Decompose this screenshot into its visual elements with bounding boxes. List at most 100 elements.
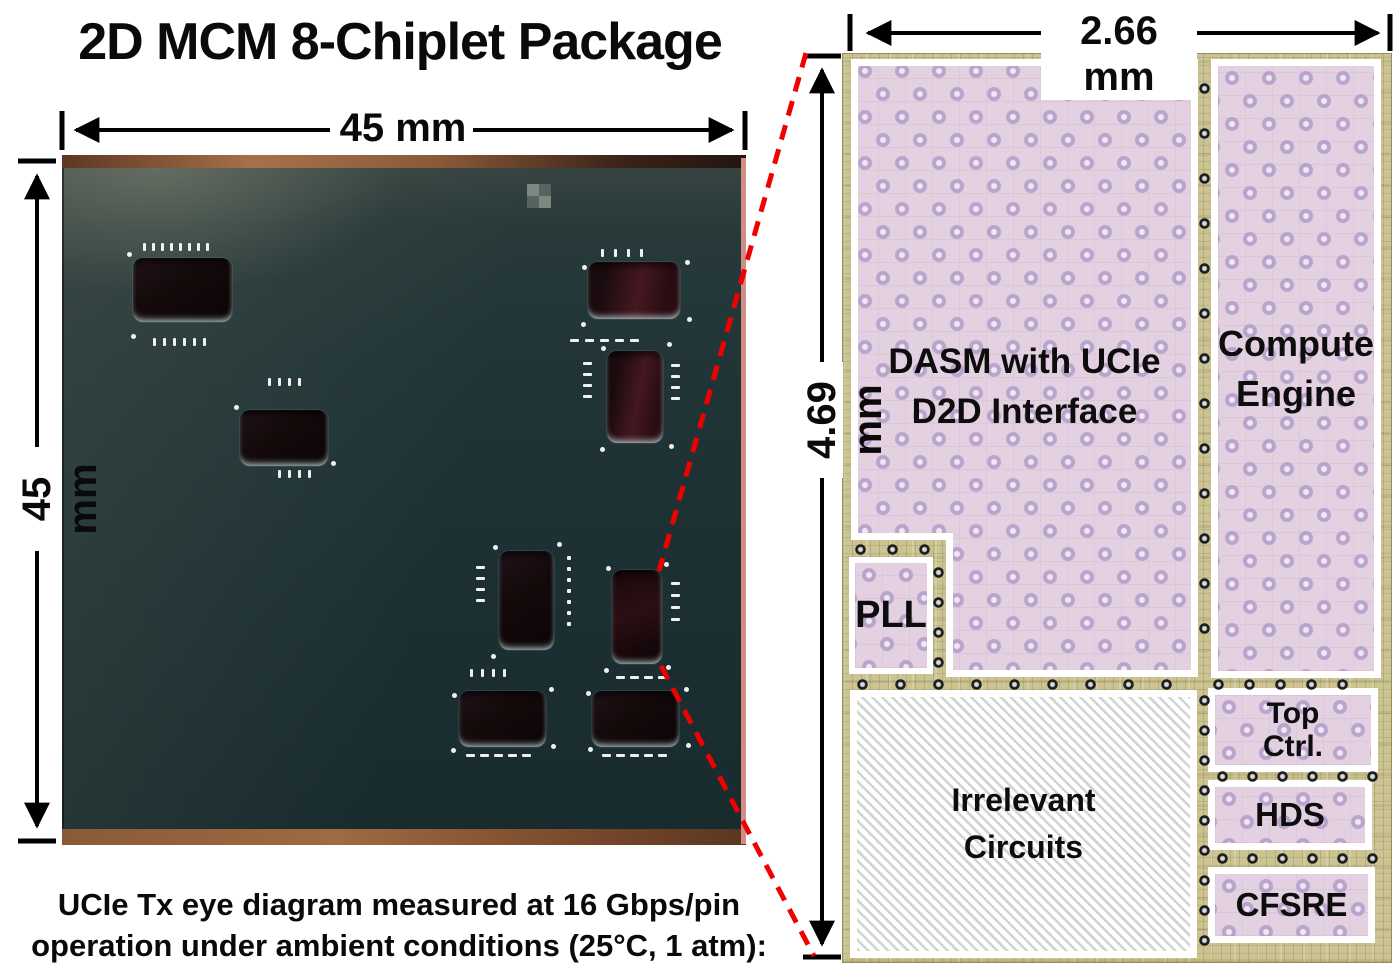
chiplet <box>499 551 554 650</box>
chiplet-tick-mark <box>173 338 176 346</box>
chiplet-tick-mark <box>298 378 301 386</box>
chiplet-tick-mark <box>183 338 186 346</box>
bump-pad <box>1160 678 1172 690</box>
chiplet-corner-dot <box>451 748 456 753</box>
region-pll: PLL <box>849 557 933 674</box>
chiplet-tick-mark <box>161 243 164 251</box>
bump-pad <box>1198 724 1210 736</box>
chiplet-tick-mark <box>188 243 191 251</box>
bump-pad <box>1366 770 1378 782</box>
package-top-edge <box>62 155 746 168</box>
chiplet-tick-mark <box>570 339 579 342</box>
bump-pad <box>1122 678 1134 690</box>
chiplet-corner-dot <box>493 545 498 550</box>
chiplet-tick-mark <box>298 470 301 478</box>
chiplet-tick-mark <box>494 754 503 757</box>
bump-pad <box>1212 678 1224 690</box>
bump-pad <box>886 543 898 555</box>
chiplet-tick-mark <box>627 249 630 257</box>
bump-pad <box>1246 852 1258 864</box>
chiplet-tick-mark <box>671 606 680 609</box>
page-title: 2D MCM 8-Chiplet Package <box>78 13 723 71</box>
chiplet-tick-mark <box>671 375 680 378</box>
bump-pad <box>1305 678 1317 690</box>
chiplet-tick-mark <box>671 594 680 597</box>
chiplet-tick-mark <box>658 676 667 679</box>
chiplet-corner-dot <box>666 665 671 670</box>
chiplet-corner-dot <box>551 744 556 749</box>
chiplet <box>612 570 662 664</box>
bump-pad <box>918 543 930 555</box>
bump-pad <box>1198 397 1210 409</box>
chiplet-tick-mark <box>476 588 485 591</box>
bump-pad <box>1198 577 1210 589</box>
region-compute-engine: Compute Engine <box>1211 59 1381 678</box>
bump-pad <box>1198 217 1210 229</box>
chiplet-corner-dot <box>601 346 606 351</box>
chiplet-tick-mark <box>278 470 281 478</box>
die-height-label: 4.69 mm <box>799 362 890 478</box>
chiplet <box>133 258 232 322</box>
chiplet-tick-mark <box>567 622 571 626</box>
package-bottom-edge <box>62 829 746 845</box>
chiplet <box>592 691 679 747</box>
chiplet-corner-dot <box>131 334 136 339</box>
bump-pad <box>1198 784 1210 796</box>
chiplet-tick-mark <box>671 618 680 621</box>
bump-pad <box>1198 844 1210 856</box>
bump-pad <box>1198 874 1210 886</box>
chiplet-tick-mark <box>583 384 592 387</box>
chiplet-tick-mark <box>583 362 592 365</box>
bump-pad <box>1336 678 1348 690</box>
bump-pad <box>1198 172 1210 184</box>
chiplet-tick-mark <box>476 599 485 602</box>
chiplet-tick-mark <box>170 243 173 251</box>
chiplet-tick-mark <box>288 378 291 386</box>
chiplet-tick-mark <box>644 676 653 679</box>
bump-pad <box>1336 770 1348 782</box>
chiplet-tick-mark <box>197 243 200 251</box>
chiplet-tick-mark <box>567 611 571 615</box>
chiplet-corner-dot <box>491 654 496 659</box>
chiplet-tick-mark <box>630 339 639 342</box>
chiplet-corner-dot <box>600 447 605 452</box>
chiplet <box>607 351 663 443</box>
bump-pad <box>1198 487 1210 499</box>
chiplet-corner-dot <box>606 566 611 571</box>
bump-pad <box>1198 82 1210 94</box>
bump-pad <box>1084 678 1096 690</box>
package-right-edge <box>741 158 746 844</box>
region-dasm-label: DASM with UCIe D2D Interface <box>888 342 1161 431</box>
chiplet-tick-mark <box>615 339 624 342</box>
chiplet-tick-mark <box>163 338 166 346</box>
bump-pad <box>1306 770 1318 782</box>
chiplet-tick-mark <box>508 754 517 757</box>
chiplet-tick-mark <box>630 676 639 679</box>
chiplet-tick-mark <box>153 338 156 346</box>
chiplet-tick-mark <box>476 577 485 580</box>
chiplet-tick-mark <box>567 589 571 593</box>
bump-pad <box>1198 262 1210 274</box>
chiplet-tick-mark <box>671 397 680 400</box>
chiplet-tick-mark <box>616 676 625 679</box>
chiplet-tick-mark <box>481 669 484 677</box>
bump-pad <box>854 543 866 555</box>
chiplet-tick-mark <box>480 754 489 757</box>
chiplet-corner-dot <box>234 405 239 410</box>
chiplet-tick-mark <box>658 754 667 757</box>
bump-pad <box>1216 852 1228 864</box>
chiplet-tick-mark <box>583 395 592 398</box>
chiplet-tick-mark <box>583 373 592 376</box>
chiplet-tick-mark <box>671 386 680 389</box>
bump-pad <box>1198 622 1210 634</box>
die-width-label: 2.66 mm <box>1041 8 1197 100</box>
region-cfsre: CFSRE <box>1208 867 1375 943</box>
chiplet-corner-dot <box>586 691 591 696</box>
bump-pad <box>1306 852 1318 864</box>
chiplet-tick-mark <box>522 754 531 757</box>
chiplet-tick-mark <box>152 243 155 251</box>
chiplet <box>588 262 680 319</box>
chiplet-tick-mark <box>600 339 609 342</box>
pkg-height-label: 45 mm <box>14 447 105 551</box>
